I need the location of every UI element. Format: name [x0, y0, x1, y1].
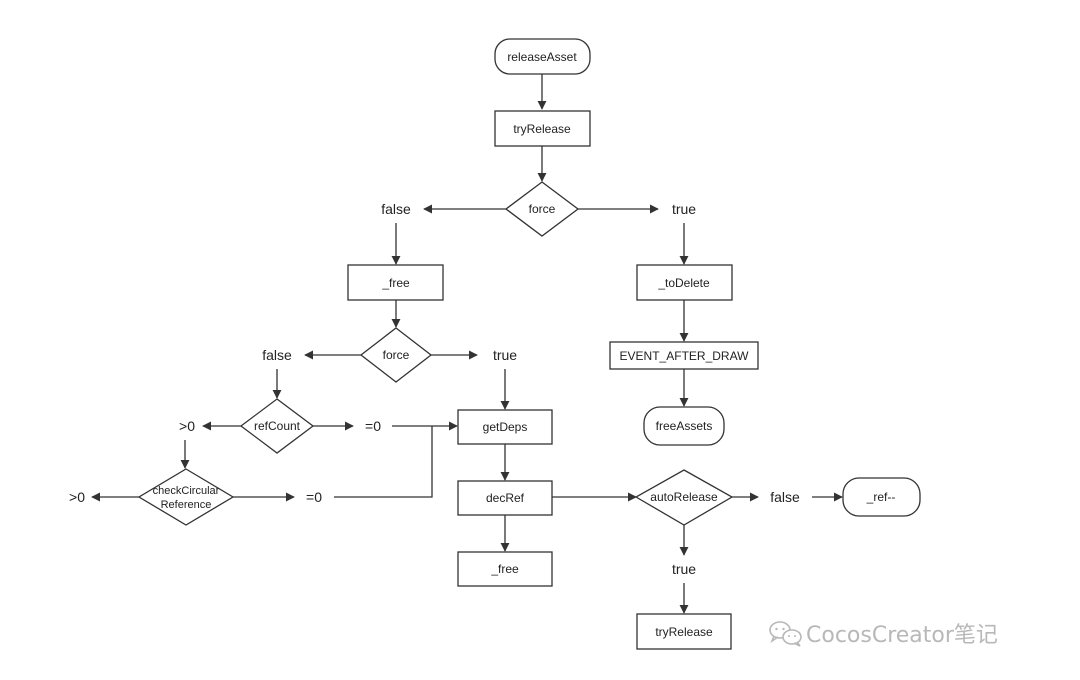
label-refcount-gt0: >0: [179, 418, 195, 434]
edge-eq0-to-getdeps-route: [334, 426, 433, 498]
decision-ref-count-label: refCount: [254, 419, 301, 433]
decision-check-circular-reference: checkCircular Reference: [137, 468, 235, 526]
decision-auto-release-label: autoRelease: [650, 490, 718, 504]
label-mid-false: false: [262, 347, 292, 363]
node-try-release-top: tryRelease: [494, 110, 591, 147]
node-to-delete: _toDelete: [636, 264, 733, 301]
label-auto-false: false: [770, 489, 800, 505]
label-auto-true: true: [672, 561, 696, 577]
label-circular-eq0: =0: [306, 489, 322, 505]
node-try-release-bottom-label: tryRelease: [655, 625, 713, 639]
decision-check-circular-label-1: checkCircular: [153, 485, 220, 497]
decision-force-top-label: force: [529, 202, 556, 216]
node-free-left-label: _free: [381, 276, 410, 290]
node-get-deps-label: getDeps: [483, 420, 528, 434]
node-ref-decrement: _ref--: [842, 477, 921, 517]
node-release-asset-label: releaseAsset: [507, 50, 577, 64]
node-free-assets: freeAssets: [643, 406, 725, 446]
edges: [91, 74, 843, 614]
label-mid-true: true: [493, 347, 517, 363]
decision-ref-count: refCount: [239, 398, 315, 454]
node-free-bottom: _free: [457, 551, 553, 587]
decision-force-mid: force: [359, 327, 433, 383]
node-event-after-draw: EVENT_AFTER_DRAW: [609, 341, 759, 370]
node-free-assets-label: freeAssets: [656, 419, 713, 433]
node-try-release-bottom: tryRelease: [636, 613, 732, 650]
decision-auto-release: autoRelease: [634, 469, 734, 526]
label-refcount-eq0: =0: [365, 418, 381, 434]
node-get-deps: getDeps: [457, 409, 553, 445]
node-try-release-top-label: tryRelease: [513, 122, 571, 136]
decision-force-mid-label: force: [383, 348, 410, 362]
watermark: CocosCreator笔记: [769, 621, 998, 648]
label-top-false: false: [381, 201, 411, 217]
node-dec-ref-label: decRef: [486, 491, 525, 505]
wechat-icon: [769, 621, 802, 647]
branch-labels: false true false true >0 =0 >0 =0 false …: [69, 201, 800, 577]
node-free-bottom-label: _free: [490, 562, 519, 576]
node-to-delete-label: _toDelete: [657, 276, 710, 290]
label-top-true: true: [672, 201, 696, 217]
decision-check-circular-label-2: Reference: [161, 499, 212, 511]
node-ref-decrement-label: _ref--: [866, 490, 896, 504]
label-circular-gt0: >0: [69, 489, 85, 505]
decision-force-top: force: [504, 181, 580, 237]
node-release-asset: releaseAsset: [494, 38, 591, 75]
watermark-text: CocosCreator笔记: [806, 623, 998, 648]
node-event-after-draw-label: EVENT_AFTER_DRAW: [620, 349, 750, 363]
node-free-left: _free: [347, 264, 444, 301]
node-dec-ref: decRef: [457, 480, 553, 516]
